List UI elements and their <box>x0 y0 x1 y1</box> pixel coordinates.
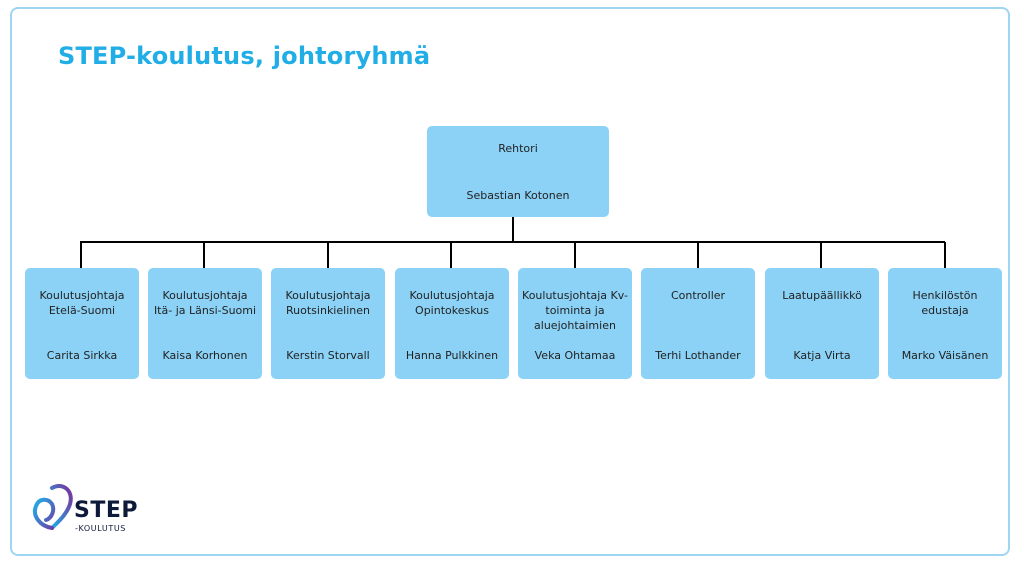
org-node-person: Veka Ohtamaa <box>534 349 616 362</box>
org-node-person: Carita Sirkka <box>46 349 118 362</box>
org-node-2: Koulutusjohtaja Itä- ja Länsi-Suomi Kais… <box>148 268 262 379</box>
page-title: STEP-koulutus, johtoryhmä <box>58 42 431 70</box>
org-node-role: Koulutusjohtaja Opintokeskus <box>409 289 495 317</box>
org-node-1: Koulutusjohtaja Etelä-Suomi Carita Sirkk… <box>25 268 139 379</box>
slide-frame <box>10 7 1010 556</box>
org-node-3: Koulutusjohtaja Ruotsinkielinen Kerstin … <box>271 268 385 379</box>
org-node-person: Terhi Lothander <box>655 349 741 362</box>
org-node-role: Laatupäällikkö <box>782 289 862 302</box>
org-node-role: Controller <box>670 289 726 302</box>
org-node-8: Henkilöstön edustaja Marko Väisänen <box>888 268 1002 379</box>
org-node-6: Controller Terhi Lothander <box>641 268 755 379</box>
org-node-7: Laatupäällikkö Katja Virta <box>765 268 879 379</box>
step-logo-icon <box>33 484 73 530</box>
org-node-person: Katja Virta <box>793 349 851 362</box>
org-node-person: Sebastian Kotonen <box>466 189 570 202</box>
org-node-person: Marko Väisänen <box>901 349 989 362</box>
org-node-role: Koulutusjohtaja Kv-toiminta ja aluejohta… <box>522 289 628 332</box>
org-node-role: Koulutusjohtaja Ruotsinkielinen <box>285 289 371 317</box>
org-node-role: Henkilöstön edustaja <box>912 289 978 317</box>
org-node-4: Koulutusjohtaja Opintokeskus Hanna Pulkk… <box>395 268 509 379</box>
org-node-role: Koulutusjohtaja Etelä-Suomi <box>39 289 125 317</box>
org-node-role: Koulutusjohtaja Itä- ja Länsi-Suomi <box>153 289 257 317</box>
org-node-person: Kaisa Korhonen <box>162 349 248 362</box>
step-logo-subtitle: -KOULUTUS <box>75 524 126 533</box>
step-logo-name: STEP <box>74 498 139 523</box>
org-node-root: Rehtori Sebastian Kotonen <box>427 126 609 217</box>
org-node-person: Kerstin Storvall <box>286 349 370 362</box>
org-node-5: Koulutusjohtaja Kv-toiminta ja aluejohta… <box>518 268 632 379</box>
org-node-person: Hanna Pulkkinen <box>405 349 499 362</box>
org-node-role: Rehtori <box>498 142 538 155</box>
step-logo: STEP -KOULUTUS <box>30 478 160 538</box>
